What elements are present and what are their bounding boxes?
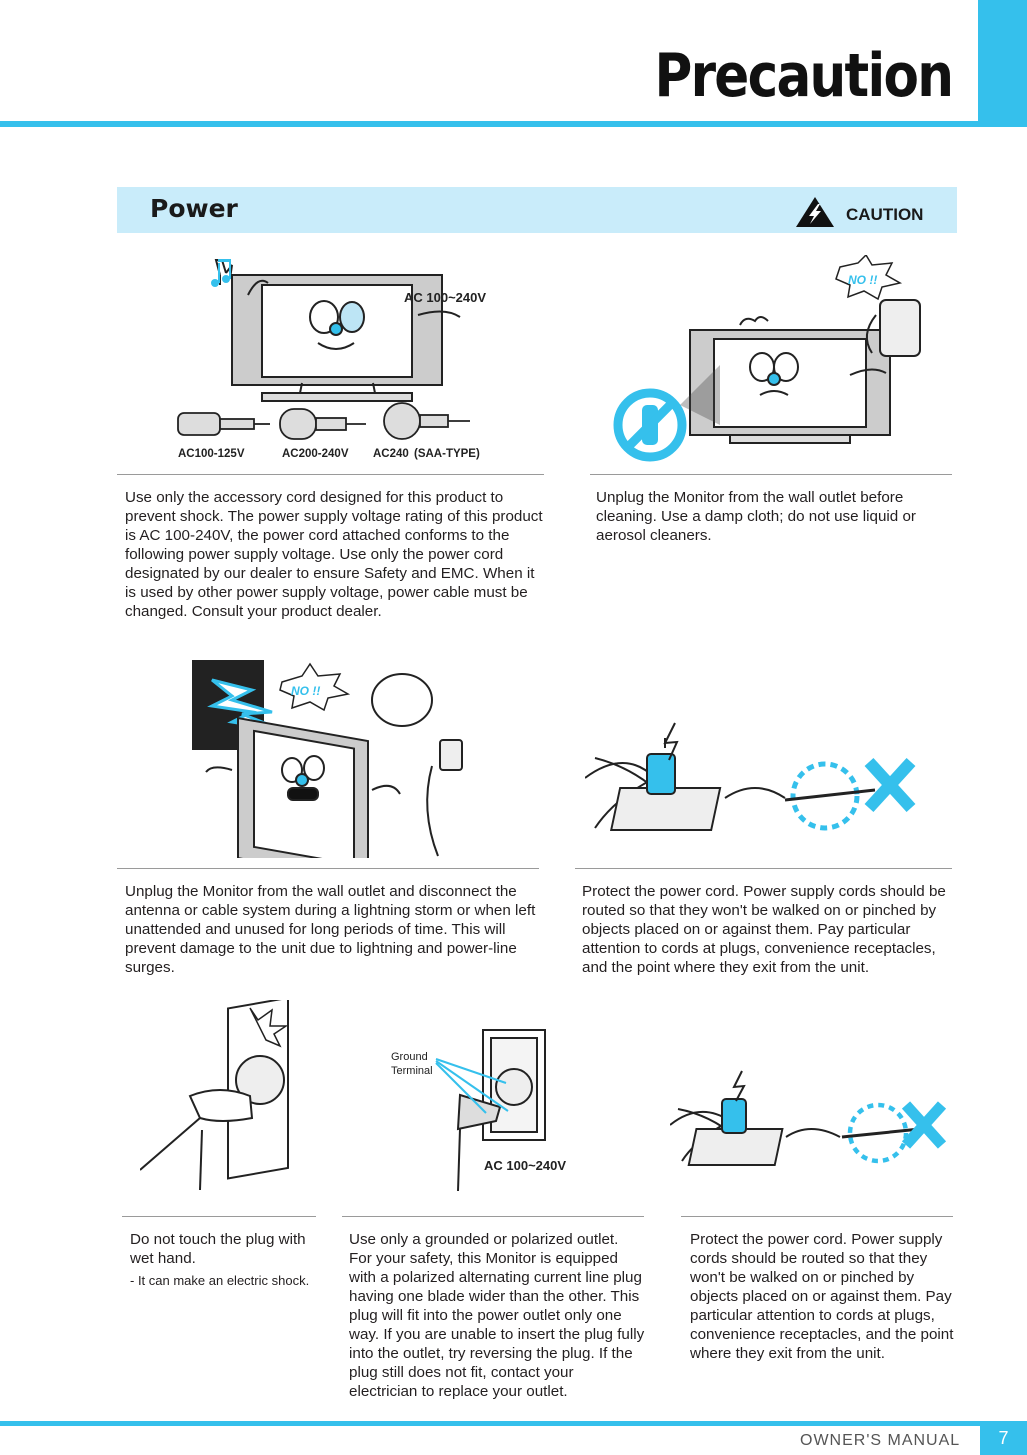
rule-wet-hand bbox=[122, 1216, 316, 1217]
text-grounded-outlet: Use only a grounded or polarized outlet.… bbox=[349, 1231, 645, 1400]
no-label-1: NO !! bbox=[848, 273, 877, 287]
grounded-outlet-illustration: Ground Terminal AC 100~240V bbox=[391, 1029, 566, 1192]
no-speech-burst-2: NO !! bbox=[279, 662, 351, 712]
prohibited-spray-icon bbox=[613, 388, 687, 462]
page-title: Precaution bbox=[654, 41, 953, 111]
page-number-box bbox=[980, 1421, 1027, 1455]
voltage-label: AC 100~240V bbox=[404, 290, 486, 305]
caution-label: CAUTION bbox=[846, 205, 924, 224]
rule-grounded-outlet bbox=[342, 1216, 644, 1217]
text-protect-cord-2: Protect the power cord. Power supply cor… bbox=[690, 1231, 954, 1362]
rule-cleaning bbox=[590, 474, 952, 475]
caution-lightning-icon bbox=[796, 197, 834, 227]
section-title: Power bbox=[150, 194, 238, 223]
text-lightning: Unplug the Monitor from the wall outlet … bbox=[125, 883, 536, 976]
rule-lightning bbox=[117, 868, 539, 869]
power-strip-illustration-2 bbox=[670, 1070, 947, 1166]
text-accessory-cord: Use only the accessory cord designed for… bbox=[125, 489, 543, 620]
power-strip-illustration bbox=[585, 722, 916, 831]
page-number: 7 bbox=[998, 1428, 1009, 1448]
text-wet-hand: Do not touch the plug with wet hand. bbox=[130, 1231, 306, 1267]
plug-label-saa: (SAA-TYPE) bbox=[414, 448, 480, 460]
rule-protect-cord-2 bbox=[681, 1216, 953, 1217]
wet-hand-plug-illustration bbox=[140, 1000, 289, 1191]
plug-label-ac240: AC240 bbox=[373, 448, 409, 460]
terminal-label: Terminal bbox=[391, 1065, 433, 1077]
text-protect-cord-1: Protect the power cord. Power supply cor… bbox=[582, 883, 946, 976]
no-speech-burst: NO !! bbox=[835, 255, 903, 301]
music-note-icon bbox=[211, 259, 231, 287]
tv-lightning-illustration: NO !! bbox=[192, 660, 463, 858]
prohibited-cord-icon-2 bbox=[841, 1101, 947, 1164]
header-corner-block bbox=[978, 0, 1027, 127]
footer-rule bbox=[0, 1421, 1027, 1426]
no-label-2: NO !! bbox=[291, 684, 320, 698]
ground-label: Ground bbox=[391, 1051, 428, 1063]
text-cleaning: Unplug the Monitor from the wall outlet … bbox=[596, 489, 916, 544]
voltage-label-2: AC 100~240V bbox=[484, 1158, 566, 1173]
tv-cleaning-illustration: NO !! bbox=[613, 255, 921, 462]
footer-label: OWNER'S MANUAL bbox=[800, 1432, 961, 1449]
rule-accessory-cord bbox=[117, 474, 544, 475]
rule-protect-cord-1 bbox=[575, 868, 952, 869]
tv-power-cord-illustration: AC 100~240V AC100-125V AC200-240V AC240 … bbox=[177, 259, 486, 460]
plug-label-ac200: AC200-240V bbox=[282, 448, 349, 460]
text-wet-hand-note: - It can make an electric shock. bbox=[130, 1273, 310, 1288]
header-rule bbox=[0, 121, 978, 127]
prohibited-cord-icon bbox=[784, 757, 916, 831]
plug-label-ac100: AC100-125V bbox=[178, 448, 245, 460]
